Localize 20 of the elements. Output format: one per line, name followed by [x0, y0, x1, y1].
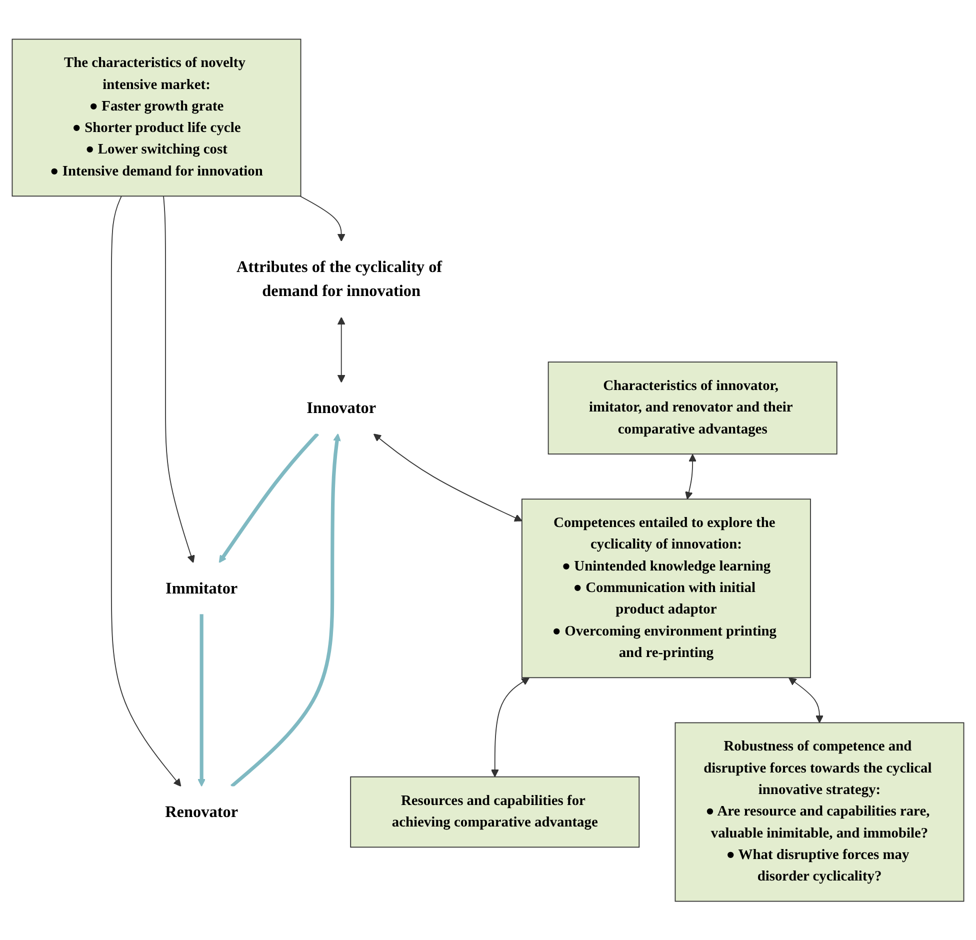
arrow — [300, 195, 346, 242]
arrow — [163, 195, 195, 563]
arrow — [230, 433, 341, 788]
arrow — [490, 677, 530, 777]
node-text: Innovator — [306, 398, 376, 416]
node-box: Competences entailed to explore the cyclicality of innovation: ● Unintended knowledge learning ● Communication with initial product adaptor ● Overcoming environment printing and re-printing — [521, 498, 811, 678]
node-text: Attributes of the cyclicality of demand for innovation — [236, 257, 442, 300]
node-box: Characteristics of innovator, imitator, and renovator and their comparative advantages — [548, 361, 838, 454]
arrow — [373, 433, 522, 522]
node-box: The characteristics of novelty intensive market: ● Faster growth grate ● Shorter product life cycle ● Lower switching cost ● Intensive demand for innovation — [12, 38, 302, 196]
arrow — [788, 677, 824, 723]
arrow — [110, 195, 182, 786]
arrow — [337, 316, 346, 382]
node-text: Renovator — [165, 802, 238, 820]
node-text: Immitator — [166, 578, 238, 597]
arrow — [198, 614, 206, 786]
node-box: Robustness of competence and disruptive forces towards the cyclical innovative strategy: ● Are resource and capabilities rare, valuable inimitable, and immobile? ● What disruptive forces may disorder cyclicality? — [674, 722, 964, 902]
node-box: Resources and capabilities for achieving comparative advantage — [350, 776, 640, 848]
arrow — [218, 432, 319, 563]
arrow — [685, 454, 697, 500]
